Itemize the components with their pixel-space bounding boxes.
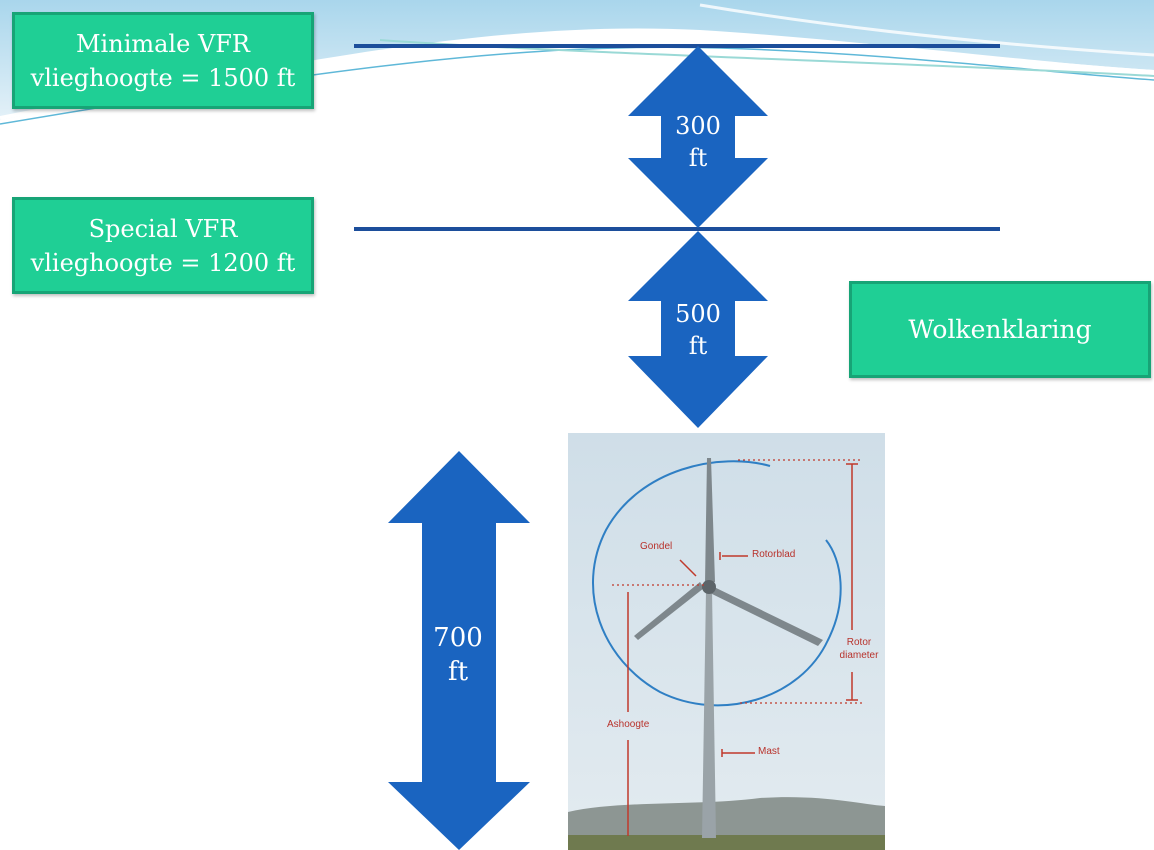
arrow-500-value: 500 — [675, 300, 721, 328]
special-vfr-title: Special VFR — [88, 214, 238, 243]
special-vfr-altitude: vlieghoogte = 1200 ft — [30, 248, 296, 277]
arrow-700-label: 700 ft — [420, 621, 496, 689]
arrow-700-value: 700 — [433, 623, 483, 653]
arrow-300ft — [628, 46, 768, 228]
arrow-300-value: 300 — [675, 112, 721, 140]
turbine-label-ashoogte: Ashoogte — [607, 719, 650, 730]
minimum-vfr-altitude: vlieghoogte = 1500 ft — [30, 63, 296, 92]
turbine-label-rotor-diameter: Rotor diameter — [836, 636, 882, 662]
wolkenklaring-box: Wolkenklaring — [849, 281, 1151, 378]
special-vfr-box: Special VFR vlieghoogte = 1200 ft — [12, 197, 314, 294]
minimum-vfr-box: Minimale VFR vlieghoogte = 1500 ft — [12, 12, 314, 109]
wind-turbine-photo — [568, 433, 885, 850]
arrow-500-label: 500 ft — [660, 298, 736, 362]
rotor-diameter-line1: Rotor — [846, 637, 872, 648]
arrow-300-unit: ft — [688, 144, 708, 172]
wolkenklaring-label: Wolkenklaring — [908, 314, 1092, 344]
arrow-500ft — [628, 231, 768, 428]
minimum-vfr-title: Minimale VFR — [75, 29, 250, 58]
arrow-300-label: 300 ft — [660, 110, 736, 174]
rotor-diameter-line2: diameter — [839, 650, 879, 661]
arrow-700-unit: ft — [447, 657, 469, 687]
arrow-700ft — [388, 451, 530, 850]
turbine-label-mast: Mast — [758, 746, 780, 757]
turbine-label-gondel: Gondel — [640, 541, 673, 552]
arrow-500-unit: ft — [688, 332, 708, 360]
turbine-label-rotorblad: Rotorblad — [752, 549, 796, 560]
